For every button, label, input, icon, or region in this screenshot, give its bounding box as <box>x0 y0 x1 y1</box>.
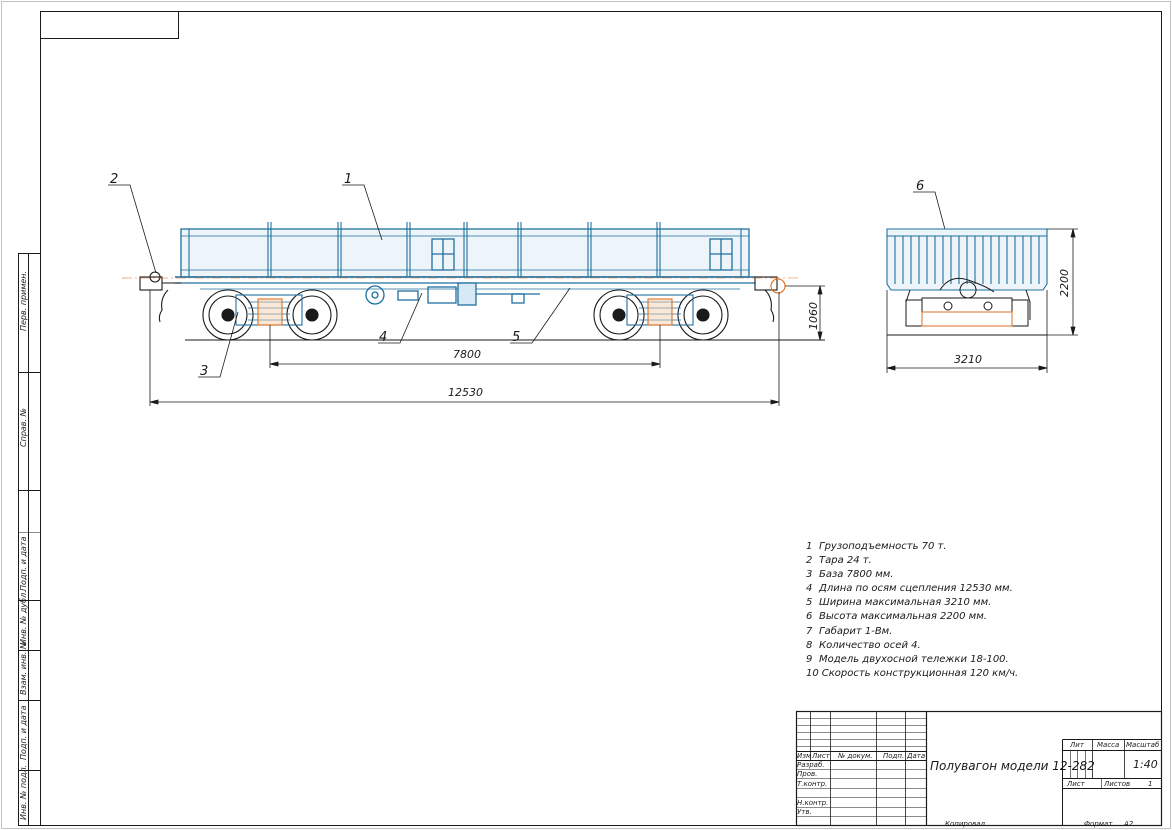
side-stamp-label: Взам. инв. № <box>19 641 28 695</box>
tb-col-list: Лист <box>811 752 831 760</box>
callout-1: 1 <box>344 172 352 187</box>
tb-row-utv: Утв. <box>797 808 812 816</box>
dimension-height-side: 1060 <box>807 302 820 330</box>
callout-2: 2 <box>110 172 118 187</box>
gondola-car-side-view-icon <box>122 222 825 341</box>
callout-6: 6 <box>916 179 924 194</box>
side-stamp-labels: Перв. примен. Справ. № Подп. и дата Инв.… <box>19 271 28 820</box>
tb-row-razrab: Разраб. <box>797 761 825 769</box>
title-block-text: Изм Лист № докум. Подп. Дата Разраб. Про… <box>797 741 1160 828</box>
tb-lit-label: Лит <box>1069 741 1085 749</box>
tb-col-data: Дата <box>906 752 925 760</box>
side-stamp-label: Инв. № подл. <box>19 765 28 820</box>
tb-row-nkontr: Н.контр. <box>797 799 828 807</box>
side-stamp-label: Подп. и дата <box>19 705 28 760</box>
tb-col-izm: Изм <box>797 752 812 760</box>
tb-format-label: Формат <box>1084 820 1113 828</box>
tb-col-doc: № докум. <box>837 752 873 760</box>
side-stamp-label: Инв. № дубл. <box>19 590 28 645</box>
tb-massa-label: Масса <box>1097 741 1119 749</box>
dimension-width: 3210 <box>954 353 982 366</box>
tb-sheets-count: 1 <box>1148 780 1152 788</box>
callout-leaders <box>108 184 948 378</box>
tb-sheets-label: Листов <box>1103 780 1130 788</box>
side-stamp <box>18 253 41 826</box>
coupler-icon <box>139 271 786 323</box>
side-view-dimensions <box>149 285 825 406</box>
end-view-dimensions <box>886 228 1078 373</box>
tb-sheet-label: Лист <box>1066 780 1086 788</box>
tb-copied-label: Копировал <box>945 820 986 828</box>
gondola-car-end-view-icon <box>886 228 1048 336</box>
side-stamp-label: Перв. примен. <box>19 271 28 331</box>
callout-3: 3 <box>200 364 208 379</box>
drawing-title: Полувагон модели 12-282 <box>930 759 1095 773</box>
tb-masshtab-label: Масштаб <box>1126 741 1160 749</box>
tb-col-podp: Подп. <box>883 752 904 760</box>
dimension-base: 7800 <box>453 348 481 361</box>
dimension-height-end: 2200 <box>1058 269 1071 297</box>
callout-5: 5 <box>512 330 520 345</box>
tb-format-value: А2 <box>1123 820 1134 828</box>
tb-scale-value: 1:40 <box>1133 758 1158 771</box>
dimension-length: 12530 <box>448 386 483 399</box>
title-block <box>795 710 1163 827</box>
tb-row-tkontr: Т.контр. <box>797 780 827 788</box>
side-stamp-label: Справ. № <box>19 408 28 447</box>
tb-row-prov: Пров. <box>797 770 817 778</box>
callout-4: 4 <box>379 330 387 345</box>
side-stamp-label: Подп. и дата <box>19 536 28 591</box>
